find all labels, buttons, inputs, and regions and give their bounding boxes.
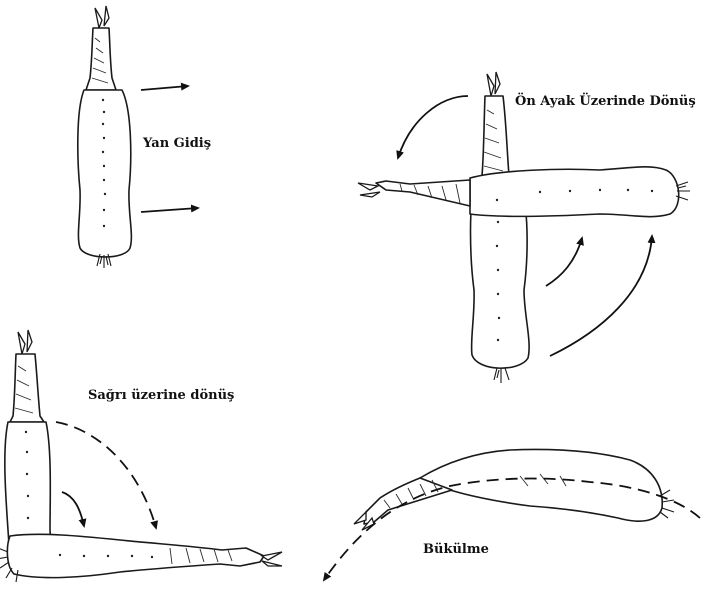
arrow-forehand-outer bbox=[550, 236, 652, 356]
label-side-pass: Yan Gidiş bbox=[143, 136, 211, 151]
arrow-side-pass-top bbox=[141, 86, 188, 90]
horse-figure-haunch-turn bbox=[0, 330, 282, 582]
label-haunch-turn: Sağrı üzerine dönüş bbox=[88, 388, 234, 403]
label-forehand-turn: Ön Ayak Üzerinde Dönüş bbox=[515, 94, 696, 109]
horse-figure-side-pass bbox=[78, 6, 132, 268]
label-bending: Bükülme bbox=[423, 542, 489, 557]
arrow-forehand-inner bbox=[546, 238, 582, 286]
arrow-side-pass-bottom bbox=[141, 208, 198, 212]
horse-figure-bending bbox=[354, 449, 674, 530]
arrow-forehand-upper bbox=[398, 96, 468, 158]
arrow-haunch-inner bbox=[62, 492, 84, 526]
horse-figure-forehand-turn bbox=[358, 72, 690, 383]
arrow-haunch-outer bbox=[56, 422, 156, 528]
